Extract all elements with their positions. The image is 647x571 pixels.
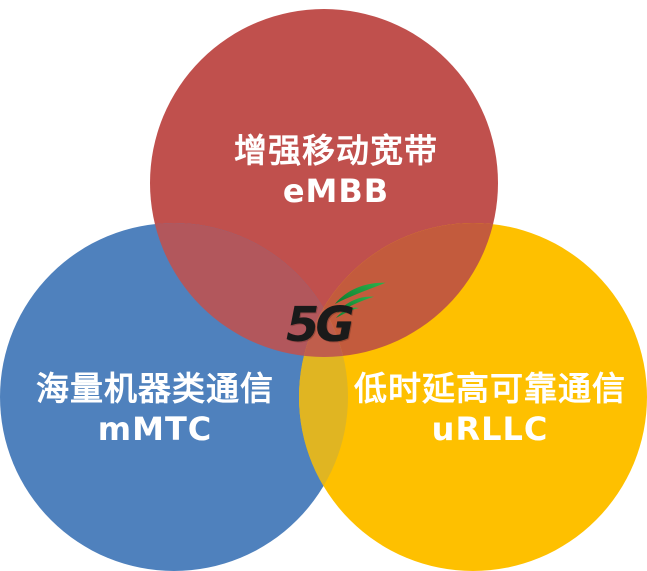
- overlap-embb-urllc: [299, 223, 498, 357]
- overlap-embb-mmtc: [150, 223, 348, 357]
